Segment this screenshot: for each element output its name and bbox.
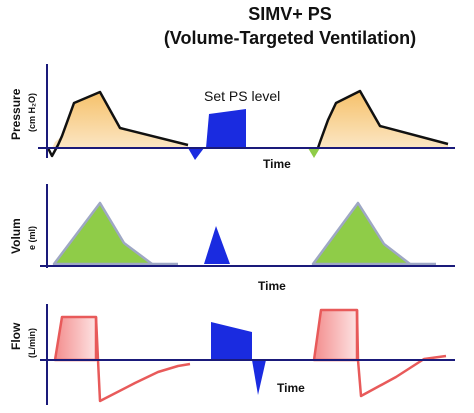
pressure-support-block <box>206 109 246 148</box>
flow-expiratory-curve-2 <box>355 309 447 398</box>
pressure-y-axis-unit: (cm H₂O) <box>27 93 37 132</box>
flow-y-axis-label: Flow <box>9 322 23 350</box>
pressure-y-axis-label: Pressure <box>9 88 23 140</box>
set-ps-level-annotation: Set PS level <box>204 88 280 104</box>
diagram-title-line1: SIMV+ PS <box>248 4 332 24</box>
flow-mandatory-breath-2 <box>312 308 359 362</box>
flow-x-axis-label: Time <box>277 381 305 395</box>
flow-panel: Time Flow (L/min) <box>9 304 455 405</box>
flow-mandatory-breath-1 <box>53 315 98 362</box>
pressure-mandatory-breath-1 <box>52 92 188 148</box>
flow-spontaneous-expiration <box>252 360 266 395</box>
volume-spontaneous-breath <box>204 226 230 264</box>
volume-mandatory-breath-2 <box>311 201 412 266</box>
volume-panel: Time Volum e (ml) <box>9 184 455 293</box>
volume-x-axis-label: Time <box>258 279 286 293</box>
pressure-mandatory-breath-1-outline <box>46 90 189 158</box>
flow-spontaneous-inspiration <box>211 322 252 360</box>
pressure-mandatory-trigger <box>308 148 320 158</box>
flow-y-axis-unit: (L/min) <box>27 328 37 358</box>
pressure-panel: Set PS level Time Pressure (cm H₂O) <box>9 64 455 171</box>
pressure-spontaneous-trigger <box>188 148 204 160</box>
pressure-mandatory-breath-2 <box>318 91 448 148</box>
volume-mandatory-breath-1 <box>52 201 154 266</box>
diagram-title-line2: (Volume-Targeted Ventilation) <box>163 28 417 48</box>
volume-y-axis-label: Volum <box>9 218 23 254</box>
pressure-mandatory-breath-2-outline <box>316 89 449 149</box>
volume-y-axis-unit: e (ml) <box>27 226 37 250</box>
pressure-x-axis-label: Time <box>263 157 291 171</box>
